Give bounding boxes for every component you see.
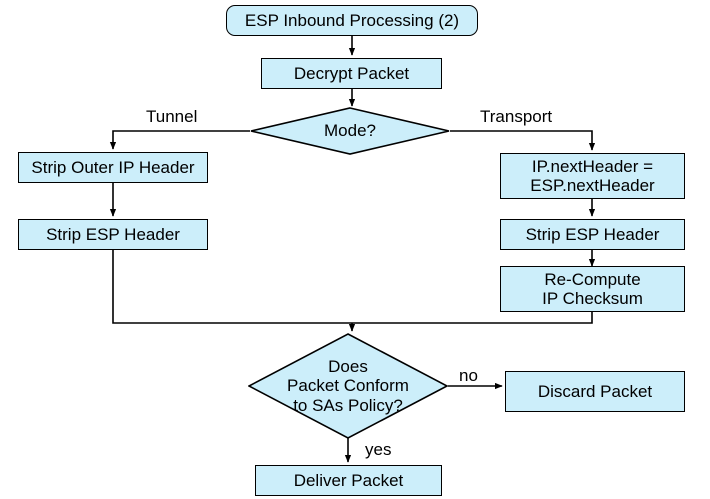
edge-merge-left: [112, 249, 352, 324]
edge-mode-to-strip-outer-ip: [109, 130, 250, 150]
edge-label-tunnel: Tunnel: [146, 107, 198, 126]
node-deliver-packet[interactable]: Deliver Packet: [255, 465, 442, 496]
node-strip-esp-header-tunnel[interactable]: Strip ESP Header: [18, 219, 208, 250]
diamond-shape: [250, 107, 450, 155]
node-decrypt-packet[interactable]: Decrypt Packet: [261, 58, 442, 89]
edge-label-transport: Transport: [480, 107, 553, 126]
node-start[interactable]: ESP Inbound Processing (2): [226, 5, 478, 36]
node-mode-decision[interactable]: Mode?: [250, 107, 450, 155]
edge-merge-right: [352, 312, 593, 324]
node-policy-conform-decision-label: Does Packet Conform to SAs Policy?: [287, 357, 409, 415]
edge-label-yes: yes: [365, 440, 392, 459]
node-recompute-ip-checksum[interactable]: Re-Compute IP Checksum: [500, 266, 685, 312]
node-strip-esp-header-transport[interactable]: Strip ESP Header: [500, 219, 685, 250]
node-discard-packet[interactable]: Discard Packet: [505, 371, 685, 412]
edge-label-no: no: [459, 366, 478, 385]
edge-mode-to-next-header: [450, 130, 596, 151]
node-strip-outer-ip-header[interactable]: Strip Outer IP Header: [18, 152, 208, 183]
node-policy-conform-decision[interactable]: Does Packet Conform to SAs Policy?: [248, 333, 448, 439]
node-mode-decision-label: Mode?: [324, 121, 376, 141]
node-ip-next-header-assign[interactable]: IP.nextHeader = ESP.nextHeader: [500, 153, 685, 199]
diamond-shape: [248, 333, 448, 439]
